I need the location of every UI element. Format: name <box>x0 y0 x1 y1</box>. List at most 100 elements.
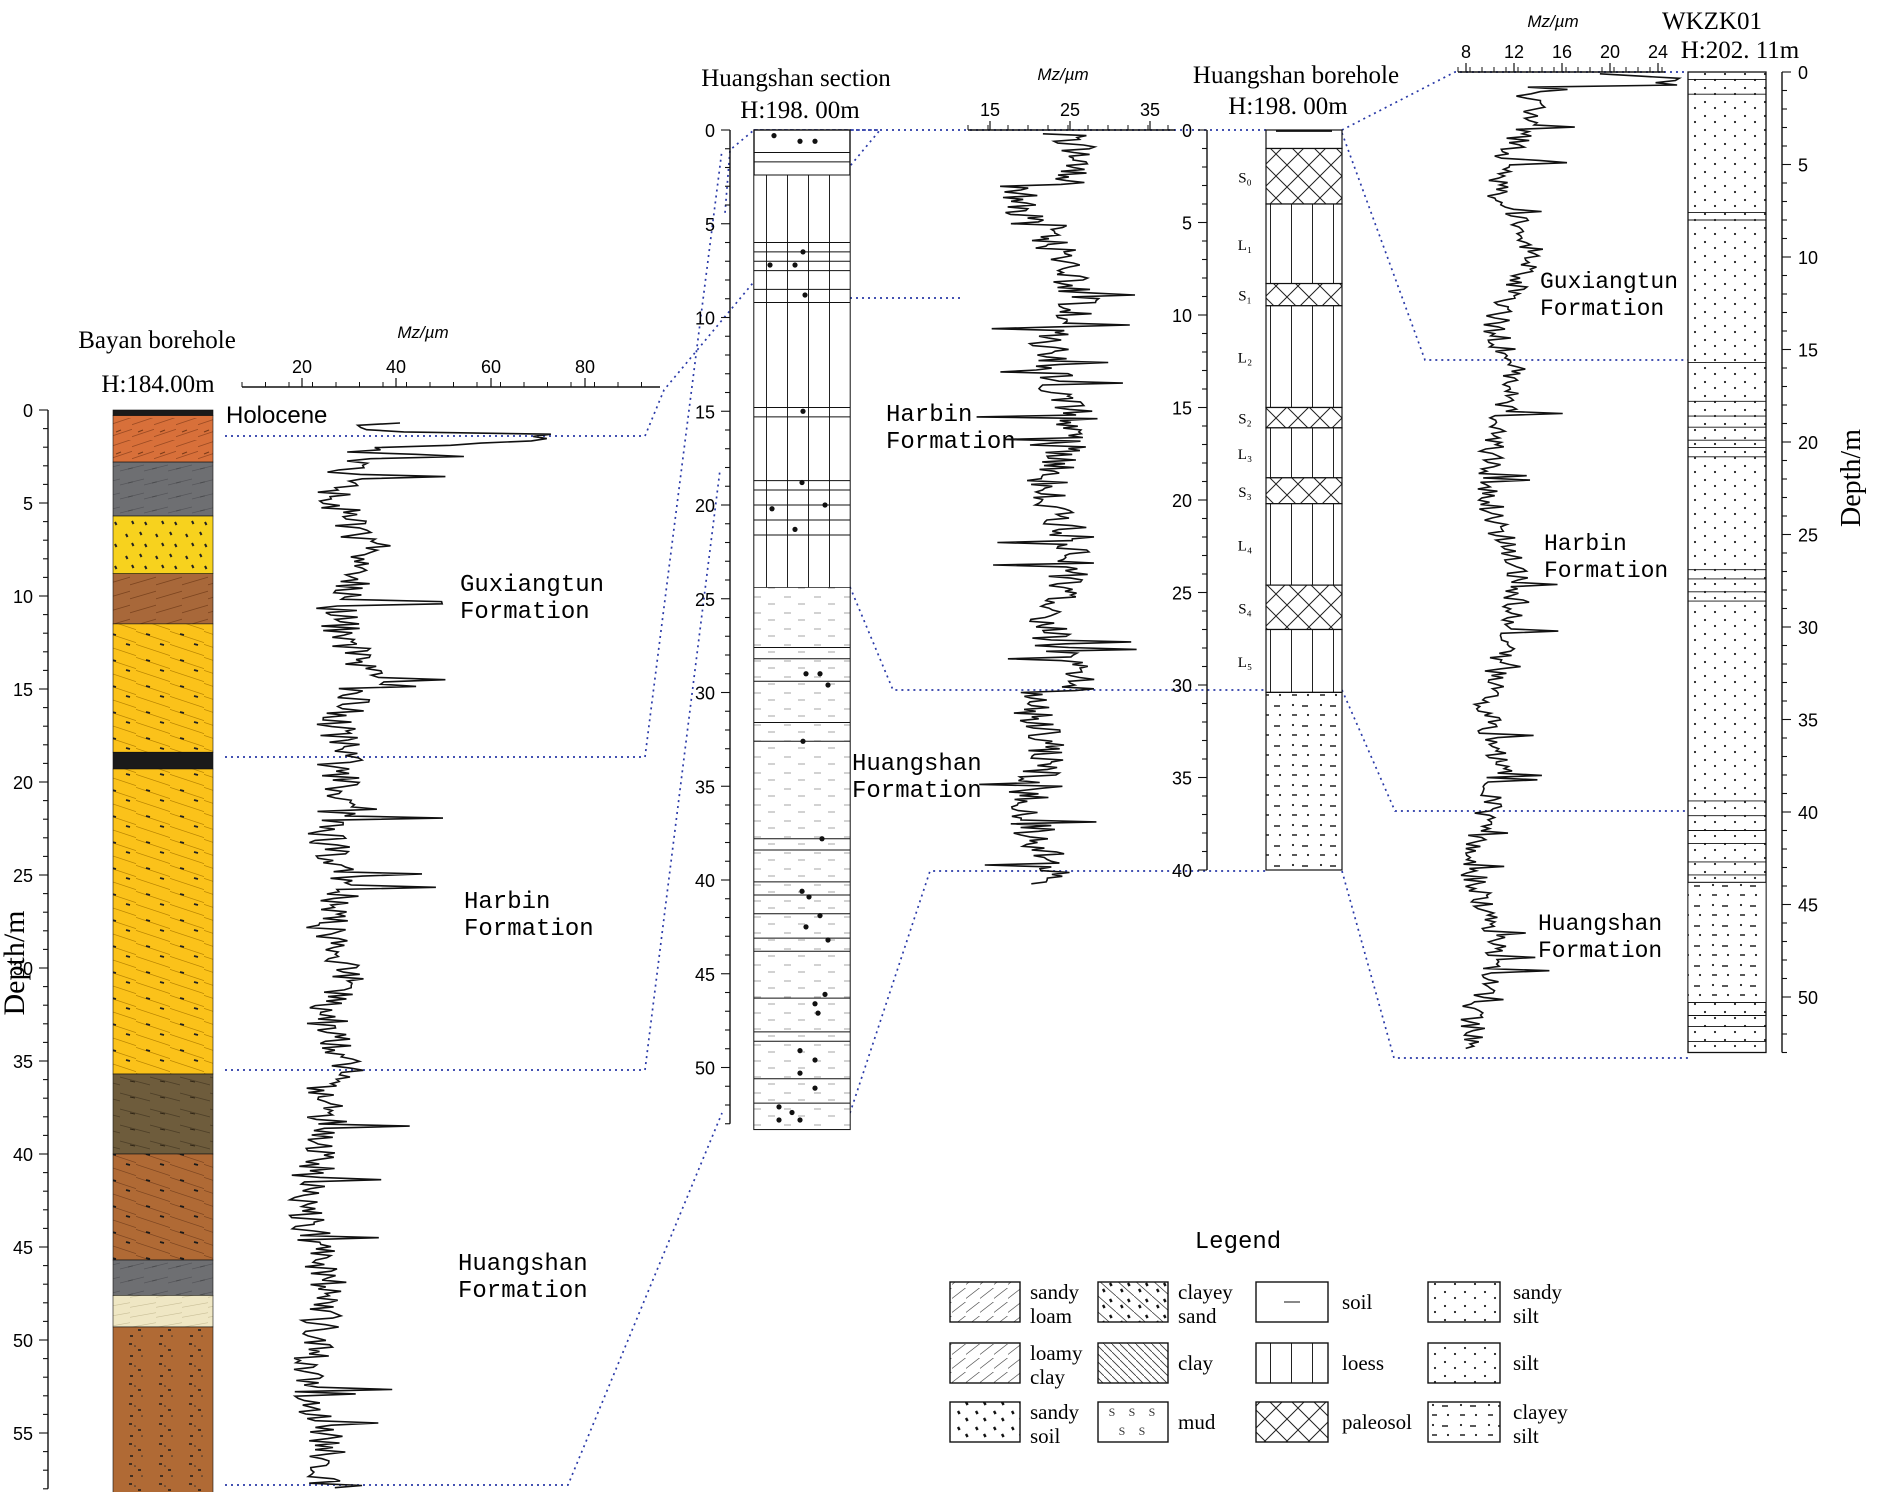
depth-tick-label: 5 <box>23 494 33 514</box>
bayan-layer-sandy-loam <box>112 415 214 463</box>
mz-tick-label: 20 <box>292 357 312 377</box>
section-sand-dot <box>817 671 823 677</box>
section-sand-dot <box>806 894 812 900</box>
section-lithology-column <box>753 129 851 1131</box>
legend-mud-glyph: S <box>1139 1424 1146 1438</box>
section-sand-dot <box>797 1070 803 1076</box>
legend-label-sandy-silt: sandy <box>1513 1280 1562 1304</box>
section-sand-dot <box>792 526 798 532</box>
legend-label-clayey-silt: clayey <box>1513 1400 1568 1424</box>
section-loess-zone <box>753 174 851 588</box>
borehole-unit-paleosol <box>1265 477 1343 505</box>
bayan-layer-dark-olive <box>112 1073 214 1155</box>
depth-tick-label: 40 <box>13 1145 33 1165</box>
section-sand-dot <box>797 138 803 144</box>
borehole-unit-label: L₂ <box>1238 351 1252 367</box>
legend-swatch-mud <box>1097 1401 1169 1443</box>
mz-tick-label: 16 <box>1552 42 1572 62</box>
wkzk-grain-size-curve <box>1460 73 1683 1050</box>
legend-label-clayey-sand: sand <box>1178 1304 1217 1328</box>
depth-tick-label: 40 <box>1172 861 1192 881</box>
section-clayey-silt-zone <box>753 587 851 1130</box>
legend-swatch-sandy-loam <box>949 1281 1021 1323</box>
borehole-unit-label: S₄ <box>1238 601 1252 617</box>
depth-tick-label: 35 <box>695 777 715 797</box>
legend-swatch-loess <box>1255 1342 1329 1384</box>
legend-label-sandy-loam: sandy <box>1030 1280 1079 1304</box>
borehole-unit-paleosol <box>1265 406 1343 429</box>
depth-tick-label: 20 <box>1172 491 1192 511</box>
section-harbin-label-1: Harbin <box>886 402 972 429</box>
mz-tick-label: 80 <box>575 357 595 377</box>
huangshan-borehole-panel: Huangshan borehole H:198. 00m 0510152025… <box>1172 62 1399 881</box>
depth-tick-label: 0 <box>23 401 33 421</box>
bayan-layer-clayey-sand-brown <box>112 1153 214 1261</box>
legend-mud-glyph: S <box>1129 1405 1136 1419</box>
section-sand-dot <box>800 738 806 744</box>
correlation-line <box>1341 132 1688 361</box>
mz-tick-label: 24 <box>1648 42 1668 62</box>
bayan-layer-mud <box>112 461 214 517</box>
depth-tick-label: 45 <box>1798 896 1818 916</box>
legend-mud-glyph: S <box>1109 1405 1116 1419</box>
depth-tick-label: 15 <box>13 680 33 700</box>
bayan-layer-silt-brown <box>112 1326 214 1492</box>
legend-label-mud: mud <box>1178 1410 1216 1434</box>
borehole-elevation: H:198. 00m <box>1228 93 1348 120</box>
bayan-layer-soil-black <box>112 409 214 416</box>
section-sand-dot <box>802 292 808 298</box>
legend-label-sandy-loam: loam <box>1030 1304 1072 1328</box>
borehole-unit-loess <box>1265 305 1343 409</box>
legend-swatch-clay <box>1097 1342 1169 1384</box>
depth-tick-label: 10 <box>13 587 33 607</box>
bayan-guxiangtun-label-2: Formation <box>460 599 590 626</box>
section-sand-dot <box>803 924 809 930</box>
wkzk01-panel: WKZK01 H:202. 11m Depth/m 05101520253035… <box>1457 8 1867 1054</box>
depth-tick-label: 55 <box>13 1424 33 1444</box>
section-sand-dot <box>797 1048 803 1054</box>
bayan-layer-cream <box>112 1295 214 1328</box>
section-sand-dot <box>825 937 831 943</box>
section-huangshan-label-2: Formation <box>852 778 982 805</box>
section-sand-dot <box>817 913 823 919</box>
legend-swatch-silt <box>1427 1342 1501 1384</box>
borehole-unit-label: L₁ <box>1238 238 1252 254</box>
depth-tick-label: 20 <box>13 773 33 793</box>
depth-tick-label: 5 <box>705 215 715 235</box>
wkzk-harbin-label-1: Harbin <box>1544 531 1627 557</box>
borehole-unit-loess <box>1265 503 1343 586</box>
depth-tick-label: 35 <box>1798 711 1818 731</box>
borehole-title: Huangshan borehole <box>1193 62 1399 89</box>
section-sand-dot <box>815 1010 821 1016</box>
section-grain-size-curve <box>976 133 1137 885</box>
wkzk-elevation: H:202. 11m <box>1681 37 1800 64</box>
borehole-unit-paleosol <box>1265 147 1343 205</box>
wkzk-clayey-silt-zone <box>1687 881 1767 1003</box>
mz-tick-label: 25 <box>1060 100 1080 120</box>
legend-swatch-sandy-silt <box>1427 1281 1501 1323</box>
depth-tick-label: 5 <box>1182 214 1192 234</box>
borehole-unit-label: L₃ <box>1238 447 1252 463</box>
mz-tick-label: 8 <box>1461 42 1471 62</box>
section-sand-dot <box>799 479 805 486</box>
section-sand-dot <box>776 1117 782 1123</box>
correlation-line <box>1341 689 1688 812</box>
depth-tick-label: 40 <box>1798 803 1818 823</box>
mz-tick-label: 20 <box>1600 42 1620 62</box>
depth-tick-label: 50 <box>13 1331 33 1351</box>
depth-tick-label: 0 <box>705 121 715 141</box>
borehole-unit-loess <box>1265 203 1343 285</box>
depth-tick-label: 30 <box>1172 676 1192 696</box>
correlation-line <box>849 870 1266 1114</box>
depth-tick-label: 25 <box>1798 526 1818 546</box>
depth-tick-label: 10 <box>1798 248 1818 268</box>
bayan-layer-clayey-sand <box>112 623 214 753</box>
section-elevation: H:198. 00m <box>740 97 860 124</box>
section-sand-dot <box>800 408 806 414</box>
